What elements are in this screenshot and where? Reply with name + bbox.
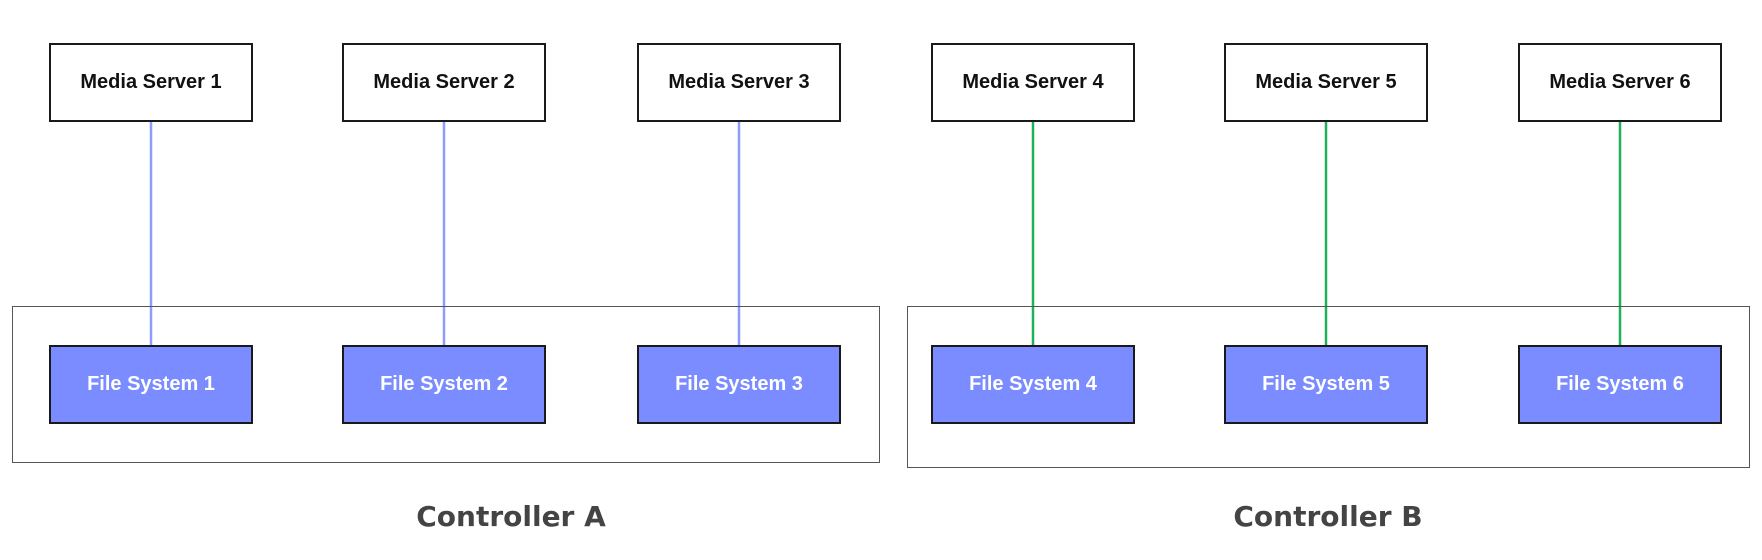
media-server-3[interactable]: Media Server 3 <box>637 43 841 122</box>
media-server-1[interactable]: Media Server 1 <box>49 43 253 122</box>
controller-b-group <box>907 306 1750 468</box>
controller-a-label: Controller A <box>416 500 606 533</box>
media-server-5[interactable]: Media Server 5 <box>1224 43 1428 122</box>
controller-b-label: Controller B <box>1233 500 1423 533</box>
file-system-6[interactable]: File System 6 <box>1518 345 1722 424</box>
media-server-6[interactable]: Media Server 6 <box>1518 43 1722 122</box>
file-system-3[interactable]: File System 3 <box>637 345 841 424</box>
file-system-5[interactable]: File System 5 <box>1224 345 1428 424</box>
file-system-4[interactable]: File System 4 <box>931 345 1135 424</box>
file-system-2[interactable]: File System 2 <box>342 345 546 424</box>
media-server-4[interactable]: Media Server 4 <box>931 43 1135 122</box>
controller-a-group <box>12 306 880 463</box>
file-system-1[interactable]: File System 1 <box>49 345 253 424</box>
media-server-2[interactable]: Media Server 2 <box>342 43 546 122</box>
